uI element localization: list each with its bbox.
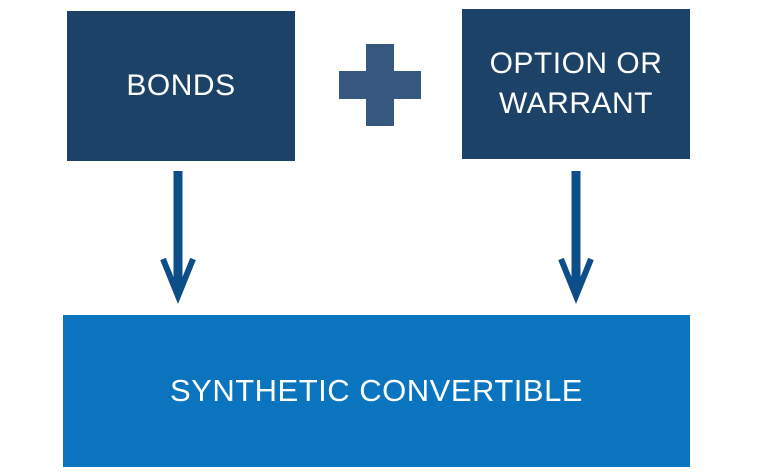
synthetic-convertible-box: SYNTHETIC CONVERTIBLE — [63, 315, 690, 467]
bonds-arrow — [160, 171, 196, 304]
option-arrow — [558, 171, 594, 304]
option-warrant-label: OPTION OR WARRANT — [489, 47, 663, 120]
bonds-box: BONDS — [67, 11, 295, 161]
plus-icon — [339, 44, 421, 126]
option-warrant-box: OPTION OR WARRANT — [462, 9, 690, 159]
synthetic-convertible-label: SYNTHETIC CONVERTIBLE — [169, 373, 583, 408]
bonds-label: BONDS — [126, 69, 236, 102]
